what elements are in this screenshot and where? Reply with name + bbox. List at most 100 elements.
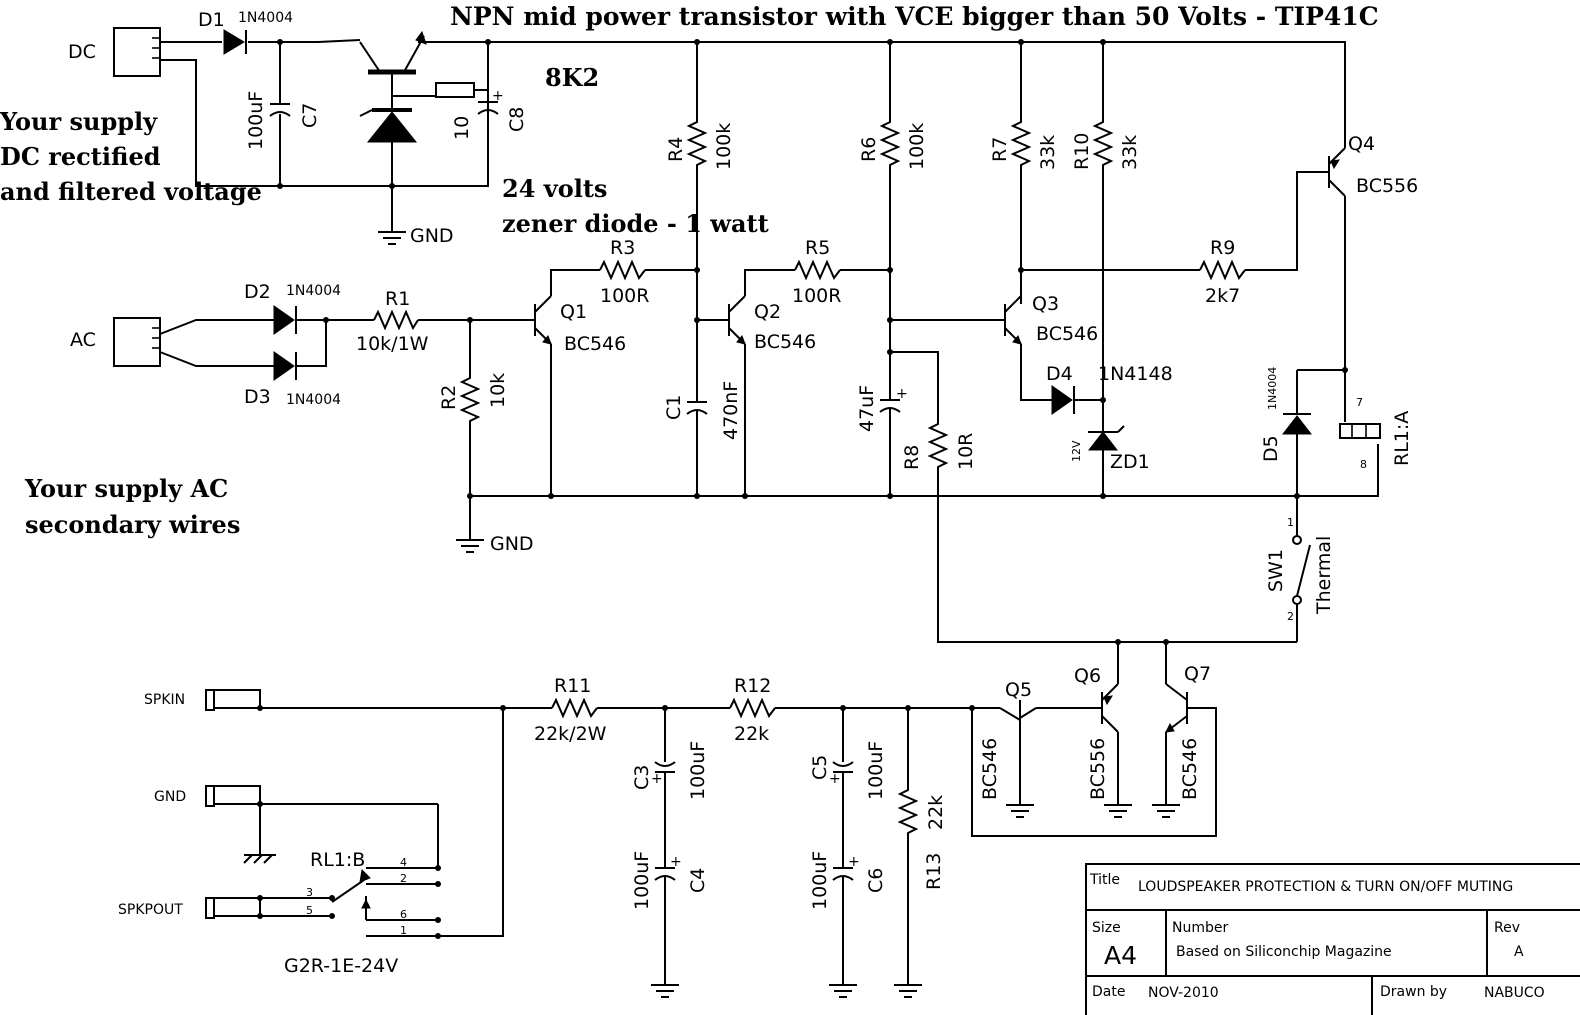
d3-ref: D3	[244, 386, 271, 408]
c1-value: 470nF	[720, 381, 742, 440]
q3-ref: Q3	[1032, 293, 1059, 315]
power-transistor	[359, 30, 436, 97]
svg-text:+: +	[848, 854, 860, 870]
c2-value: 47uF	[856, 385, 878, 432]
r5-ref: R5	[805, 237, 830, 259]
date-label: Date	[1092, 984, 1125, 1000]
resistor-r9	[1199, 259, 1246, 281]
q6-ref: Q6	[1074, 665, 1101, 687]
zener-note-line2: zener diode - 1 watt	[502, 209, 769, 238]
date-value: NOV-2010	[1148, 985, 1219, 1001]
svg-text:+: +	[896, 386, 908, 402]
ac-connector	[113, 317, 161, 367]
rl1b-pin2: 2	[400, 872, 407, 885]
r2-ref: R2	[438, 385, 460, 410]
ac-port-label: AC	[70, 329, 96, 351]
diode-d3	[273, 351, 295, 381]
c6-value: 100uF	[809, 851, 831, 910]
title-block	[1085, 863, 1580, 1015]
drawn-value: NABUCO	[1484, 985, 1545, 1001]
resistor-r13	[897, 708, 919, 985]
rl1a-ref: RL1:A	[1391, 411, 1413, 466]
title-label: Title	[1089, 872, 1120, 888]
zener-diode-24v	[359, 96, 418, 232]
q4-value: BC556	[1356, 175, 1418, 197]
spkin-jack	[205, 689, 261, 711]
transistor-q3	[1004, 295, 1052, 401]
r4-value: 100k	[713, 123, 735, 170]
rl1b-part: G2R-1E-24V	[284, 955, 398, 977]
c7-value: 100uF	[245, 91, 267, 150]
q4-ref: Q4	[1348, 133, 1375, 155]
c1-ref: C1	[663, 395, 685, 420]
c3-ref: C3	[631, 765, 653, 790]
zener-note-line1: 24 volts	[502, 174, 607, 203]
ac-note-line1: Your supply AC	[24, 474, 228, 503]
c8-ref: C8	[506, 107, 528, 132]
d4-ref: D4	[1046, 363, 1073, 385]
dc-note-line1: Your supply	[0, 107, 158, 136]
relay-contacts-rl1b	[329, 708, 504, 939]
r9-ref: R9	[1210, 237, 1235, 259]
spkin-label: SPKIN	[144, 692, 185, 708]
svg-text:+: +	[670, 854, 682, 870]
r10-ref: R10	[1071, 133, 1093, 170]
ground-symbol-c4	[651, 984, 679, 998]
transistor-q4	[1328, 138, 1346, 370]
r2-value: 10k	[487, 373, 509, 408]
resistor-r2	[459, 320, 481, 496]
q2-ref: Q2	[754, 301, 781, 323]
dc-port-label: DC	[68, 41, 96, 63]
c8-value: 10	[451, 116, 473, 140]
c4-ref: C4	[687, 868, 709, 893]
transistor-q6	[1101, 642, 1119, 805]
q7-value: BC546	[1179, 738, 1201, 800]
rev-label: Rev	[1494, 920, 1520, 936]
svg-text:+: +	[492, 88, 504, 104]
ground-symbol-r13	[894, 984, 922, 998]
rl1b-pin1: 1	[400, 924, 407, 937]
r8-value: 10R	[955, 433, 977, 470]
sw1-contact-1	[1292, 535, 1302, 545]
heading-note: NPN mid power transistor with VCE bigger…	[450, 2, 1379, 31]
diode-d1	[223, 29, 247, 55]
resistor-r6	[879, 42, 901, 270]
ac-note-line2: secondary wires	[25, 510, 240, 539]
sw1-contact-2	[1292, 595, 1302, 605]
q3-value: BC546	[1036, 323, 1098, 345]
r5-value: 100R	[792, 285, 841, 307]
dc-note-line3: and filtered voltage	[0, 177, 262, 206]
number-label: Number	[1172, 920, 1228, 936]
r7-value: 33k	[1037, 135, 1059, 170]
transistor-q7	[1165, 642, 1188, 805]
spkpout-jack	[205, 897, 332, 919]
r9-value: 2k7	[1205, 285, 1240, 307]
rl1b-pin4: 4	[400, 856, 407, 869]
title-value: LOUDSPEAKER PROTECTION & TURN ON/OFF MUT…	[1138, 879, 1513, 895]
c4-value: 100uF	[631, 851, 653, 910]
ground-symbol-c6	[829, 984, 857, 998]
resistor-r3	[599, 259, 646, 281]
rl1b-pin6: 6	[400, 908, 407, 921]
q1-ref: Q1	[560, 301, 587, 323]
size-value: A4	[1104, 941, 1137, 970]
number-value: Based on Siliconchip Magazine	[1176, 944, 1392, 960]
drawn-label: Drawn by	[1380, 984, 1447, 1000]
c5-ref: C5	[809, 755, 831, 780]
zd1-ref: ZD1	[1110, 451, 1150, 473]
gnd-jack-label: GND	[154, 789, 186, 805]
svg-text:+: +	[651, 771, 663, 787]
ground-symbol-q6	[1104, 804, 1132, 818]
diode-d2	[273, 305, 295, 335]
q7-ref: Q7	[1184, 663, 1211, 685]
r1-ref: R1	[385, 288, 410, 310]
rl1b-pin5: 5	[306, 904, 313, 917]
resistor-r10	[1092, 42, 1114, 432]
r11-value: 22k/2W	[534, 723, 607, 745]
d5-value: 1N4004	[1266, 367, 1279, 410]
dc-note-line2: DC rectified	[0, 142, 161, 171]
relay-coil-rl1a	[1339, 423, 1381, 439]
r13-ref: R13	[923, 853, 945, 890]
transistor-q5	[999, 700, 1037, 805]
resistor-r7	[1010, 42, 1032, 304]
